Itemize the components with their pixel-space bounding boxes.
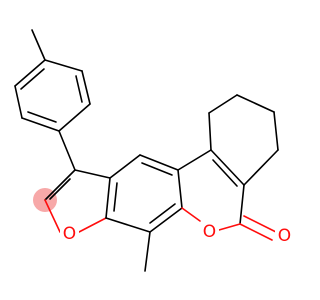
bond-hex-c7-c6a: [243, 149, 279, 186]
bond-pyr-c6a-c6: [239, 184, 245, 225]
furan-oxygen-label: O: [63, 224, 76, 244]
bond-tolyl-2: [14, 85, 23, 119]
bond-benz-c4-c4a: [139, 154, 179, 171]
structure-canvas: O O O: [14, 29, 294, 272]
bond-pyr-o5-c8a: [181, 207, 201, 222]
bond-benz-c4a-c8a: [177, 169, 183, 209]
bond-pyr-c4a-c10b: [177, 149, 212, 171]
bond-tolyl-furan: [58, 130, 76, 171]
bond-hex-c8-c7: [273, 111, 279, 151]
bond-hex-c10b-c10: [208, 112, 212, 151]
bond-tolyl-3-inner: [27, 111, 57, 123]
bond-benz-c4-c4a-inner: [141, 162, 173, 176]
bond-furan-o-c7a: [78, 217, 107, 233]
bond-tolyl-6: [44, 59, 83, 72]
bond-carbonyl-inner: [243, 215, 277, 233]
molecule-structure: O O O: [14, 29, 294, 272]
bond-furan-c3-c2: [44, 169, 76, 201]
bond-hex-c9-c8: [236, 94, 275, 113]
bond-benz-c9-c7a: [105, 217, 151, 233]
carbonyl-oxygen-bg: [275, 226, 294, 246]
lactone-ring-oxygen-bg: [200, 222, 219, 242]
bond-tolyl-1-inner: [20, 68, 45, 90]
lactone-ring-oxygen-label: O: [203, 222, 216, 242]
bond-benz-c8a-c9-inner: [149, 203, 176, 224]
bond-furan-c2-o: [44, 199, 61, 233]
bond-carbonyl-outer: [239, 223, 273, 241]
bond-benz-c8a-c9: [149, 207, 183, 233]
bond-tolyl-4: [58, 103, 91, 132]
bond-aryl-methyl: [144, 231, 151, 272]
carbonyl-oxygen-label: O: [278, 226, 291, 246]
furan-oxygen-bg: [60, 224, 79, 244]
bond-benz-c3a-c7a: [105, 177, 111, 219]
bond-tolyl-5: [81, 70, 91, 105]
bond-pyr-c6-o5: [218, 223, 241, 231]
bond-tolyl-1: [14, 59, 46, 87]
bond-hex-c10-c9: [208, 94, 238, 114]
bond-tolyl-5-inner: [75, 75, 83, 103]
bond-benz-c3a-c4: [109, 154, 141, 179]
bond-tolyl-3: [21, 117, 60, 132]
bond-pyr-c10b-c6a: [210, 149, 245, 186]
bond-furan-c3-c3a: [74, 169, 111, 179]
bond-furan-c3-c2-inner: [49, 178, 71, 200]
bond-benz-c3a-c7a-inner: [113, 182, 118, 212]
bond-pyr-c10b-c6a-inner: [212, 159, 238, 187]
bond-tolyl-methyl: [31, 29, 46, 61]
